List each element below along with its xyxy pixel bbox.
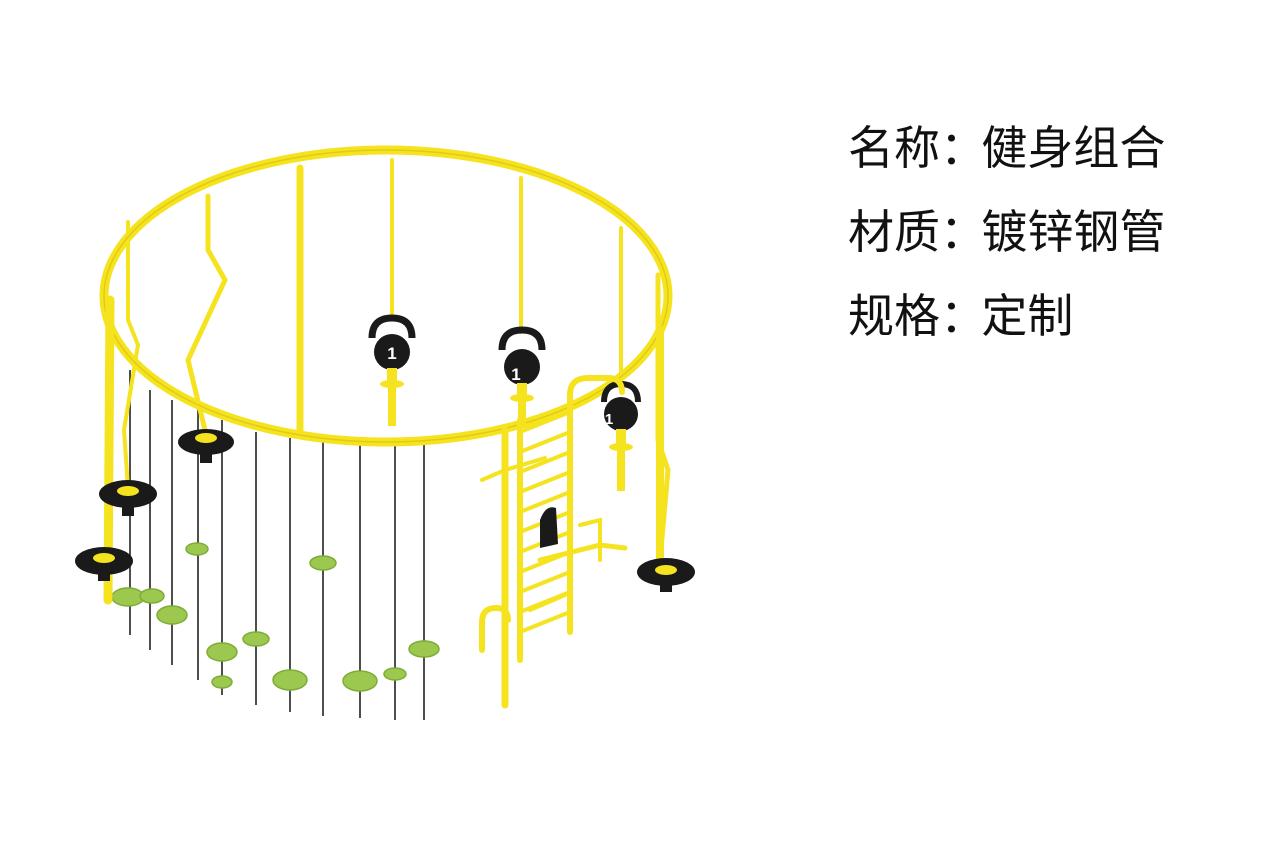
stepping-stone [342, 670, 378, 692]
spec-separator: ： [940, 121, 986, 175]
spin-disc [637, 558, 695, 592]
spec-value: 镀锌钢管 [981, 205, 1166, 259]
svg-text:1: 1 [387, 344, 396, 363]
spec-value: 定制 [981, 289, 1074, 343]
stepping-stones [111, 542, 440, 692]
stepping-stone [408, 640, 440, 658]
climbing-ladder [479, 375, 628, 709]
stepping-stone [309, 555, 337, 571]
spec-label: 名称 [848, 121, 940, 175]
spec-row-material: 材质：镀锌钢管 [848, 202, 1248, 286]
stepping-stone [383, 667, 407, 681]
stepping-stone [156, 605, 188, 625]
fitness-combo-illustration: 1 1 1 [75, 145, 695, 720]
ladder-seat [540, 507, 558, 548]
stepping-stone [242, 631, 270, 647]
top-ring [99, 145, 673, 447]
stepping-stone [272, 669, 308, 691]
stepping-stone [206, 642, 238, 662]
svg-text:1: 1 [605, 411, 613, 428]
spec-row-size: 规格：定制 [848, 286, 1248, 370]
stepping-stone [111, 587, 145, 607]
spec-separator: ： [940, 205, 986, 259]
hanging-ropes [129, 370, 425, 720]
kettlebell-weight: 1 [601, 380, 641, 491]
stepping-stone [211, 675, 233, 689]
spin-discs [75, 429, 695, 592]
spec-row-name: 名称：健身组合 [848, 118, 1248, 202]
spec-label: 材质 [848, 205, 940, 259]
kettlebell-weight: 1 [368, 314, 416, 426]
kettlebell-weight: 1 [498, 326, 546, 428]
stepping-stone [139, 588, 165, 604]
spec-label: 规格 [848, 289, 940, 343]
spin-disc [75, 547, 133, 581]
spin-disc [99, 480, 157, 516]
svg-text:1: 1 [511, 365, 520, 384]
product-specs: 名称：健身组合 材质：镀锌钢管 规格：定制 [848, 118, 1248, 370]
spec-value: 健身组合 [981, 121, 1166, 175]
kettlebell-weights: 1 1 1 [368, 314, 641, 491]
stepping-stone [185, 542, 209, 556]
spin-disc [178, 429, 234, 463]
spec-separator: ： [940, 289, 986, 343]
